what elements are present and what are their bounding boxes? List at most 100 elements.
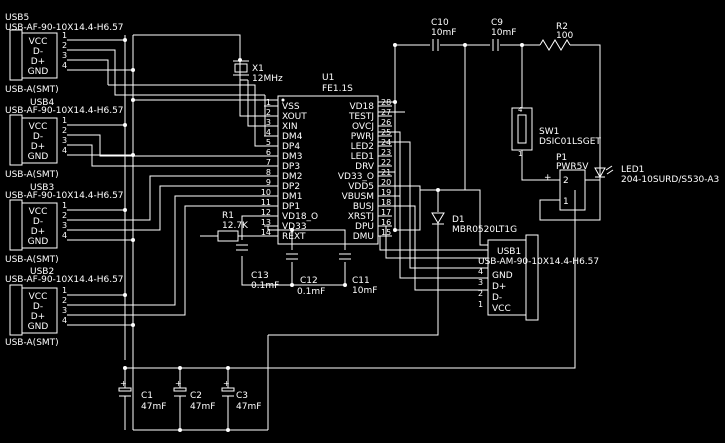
svg-text:4: 4 [62, 316, 67, 325]
svg-text:GND: GND [28, 67, 49, 77]
u1-pin-name: BUSJ [353, 202, 374, 212]
svg-text:0.1mF: 0.1mF [251, 281, 279, 291]
usb5-type: USB-A(SMT) [5, 85, 59, 95]
svg-text:2: 2 [62, 41, 67, 50]
svg-text:GND: GND [28, 322, 49, 332]
u1-ref: U1 [322, 73, 334, 83]
svg-text:D-: D- [33, 132, 43, 142]
svg-text:10mF: 10mF [431, 28, 456, 38]
u1-pin-name: XRSTJ [348, 212, 374, 222]
u1-pin-name: DM2 [282, 172, 302, 182]
svg-text:D-: D- [33, 217, 43, 227]
capacitor-c10: C10 10mF [431, 18, 456, 51]
svg-text:C3: C3 [236, 391, 248, 401]
svg-text:DSIC01LSGET: DSIC01LSGET [539, 137, 601, 147]
svg-text:VCC: VCC [492, 304, 511, 314]
svg-text:D-: D- [33, 47, 43, 57]
svg-text:2: 2 [478, 289, 483, 298]
svg-text:2: 2 [62, 296, 67, 305]
u1-pin-number: 1 [266, 98, 271, 107]
capacitor-c2: + C2 47mF [173, 368, 215, 430]
usb4-type: USB-A(SMT) [5, 170, 59, 180]
u1-pin-name: REXT [282, 232, 306, 242]
svg-text:3: 3 [62, 221, 67, 230]
svg-text:4: 4 [518, 106, 523, 114]
svg-text:D+: D+ [31, 227, 45, 237]
u1-pin-number: 28 [381, 98, 391, 107]
u1-pin-number: 2 [266, 108, 271, 117]
u1-pin-name: VD18_O [282, 212, 318, 222]
led-led1: LED1 204-10SURD/S530-A3 [594, 165, 719, 185]
u1-pin-number: 16 [381, 218, 391, 227]
svg-text:GND: GND [28, 237, 49, 247]
u1-pin-number: 25 [381, 128, 391, 137]
svg-text:C2: C2 [190, 391, 202, 401]
capacitor-c1: + C1 47mF [118, 368, 166, 430]
svg-text:10mF: 10mF [352, 286, 377, 296]
usb-port-usb3: USB3 USB-AF-90-10X14.4-H6.57 USB-A(SMT) … [5, 183, 124, 265]
svg-text:2: 2 [563, 176, 569, 186]
svg-text:VCC: VCC [29, 37, 48, 47]
u1-pin-name: OVCJ [352, 122, 374, 132]
svg-text:1: 1 [62, 116, 67, 125]
x1-ref: X1 [252, 64, 264, 74]
u1-pin-name: VDD5 [348, 182, 374, 192]
svg-text:VCC: VCC [29, 122, 48, 132]
svg-text:47mF: 47mF [236, 402, 261, 412]
svg-text:4: 4 [62, 231, 67, 240]
svg-text:P1: P1 [556, 153, 567, 163]
svg-text:C10: C10 [431, 18, 449, 28]
usb3-type: USB-A(SMT) [5, 255, 59, 265]
svg-text:VCC: VCC [29, 292, 48, 302]
u1-pin-name: TESTJ [348, 112, 374, 122]
switch-sw1: SW1 DSIC01LSGET 1 4 [511, 106, 601, 158]
u1-pin-number: 9 [266, 178, 271, 187]
svg-text:0.1mF: 0.1mF [297, 287, 325, 297]
svg-text:+: + [120, 379, 127, 388]
u1-pin-name: DP1 [282, 202, 300, 212]
usb5-ref: USB5 [5, 13, 29, 23]
u1-pin-name: DP2 [282, 182, 300, 192]
svg-text:2: 2 [62, 126, 67, 135]
capacitor-c13: C13 0.1mF [236, 244, 279, 291]
capacitor-c12: C12 0.1mF [286, 253, 325, 297]
svg-text:4: 4 [478, 267, 483, 276]
u1-pin-number: 15 [381, 228, 391, 237]
u1-pin-number: 26 [381, 118, 391, 127]
svg-text:GND: GND [492, 271, 513, 281]
u1-pin-number: 19 [381, 188, 391, 197]
usb-port-usb4: USB4 USB-AF-90-10X14.4-H6.57 USB-A(SMT) … [5, 98, 124, 180]
svg-text:C1: C1 [141, 391, 153, 401]
svg-text:1: 1 [62, 286, 67, 295]
svg-text:C9: C9 [491, 18, 503, 28]
u1-right-pins: 28VD1827TESTJ26OVCJ25PWRJ24LED223LED122D… [338, 98, 392, 242]
usb2-type: USB-A(SMT) [5, 338, 59, 348]
capacitor-c9: C9 10mF [491, 18, 516, 51]
usb3-footprint: USB-AF-90-10X14.4-H6.57 [5, 191, 124, 201]
svg-text:12.7K: 12.7K [222, 221, 249, 231]
resistor-r1: R1 12.7K [217, 211, 249, 242]
capacitor-c3: + C3 47mF [221, 368, 261, 430]
svg-text:1: 1 [478, 300, 483, 309]
svg-text:D-: D- [492, 293, 502, 303]
svg-text:D+: D+ [31, 142, 45, 152]
svg-text:USB-AM-90-10X14.4-H6.57: USB-AM-90-10X14.4-H6.57 [478, 257, 599, 267]
svg-text:47mF: 47mF [141, 402, 166, 412]
usb-port-usb1: USB1 USB-AM-90-10X14.4-H6.57 GND D+ D- V… [478, 234, 599, 321]
usb2-footprint: USB-AF-90-10X14.4-H6.57 [5, 275, 124, 285]
u1-pin-name: DP4 [282, 142, 300, 152]
u1-pin-number: 21 [381, 168, 391, 177]
svg-text:PWR5V: PWR5V [556, 162, 589, 172]
svg-text:1: 1 [62, 201, 67, 210]
u1-pin-number: 13 [261, 218, 271, 227]
u1-pin-number: 6 [266, 148, 271, 157]
u1-pin-number: 20 [381, 178, 391, 187]
svg-text:D+: D+ [31, 312, 45, 322]
u1-pin-name: VD18 [349, 102, 374, 112]
svg-text:204-10SURD/S530-A3: 204-10SURD/S530-A3 [621, 175, 719, 185]
svg-text:+: + [544, 173, 552, 183]
svg-text:47mF: 47mF [190, 402, 215, 412]
